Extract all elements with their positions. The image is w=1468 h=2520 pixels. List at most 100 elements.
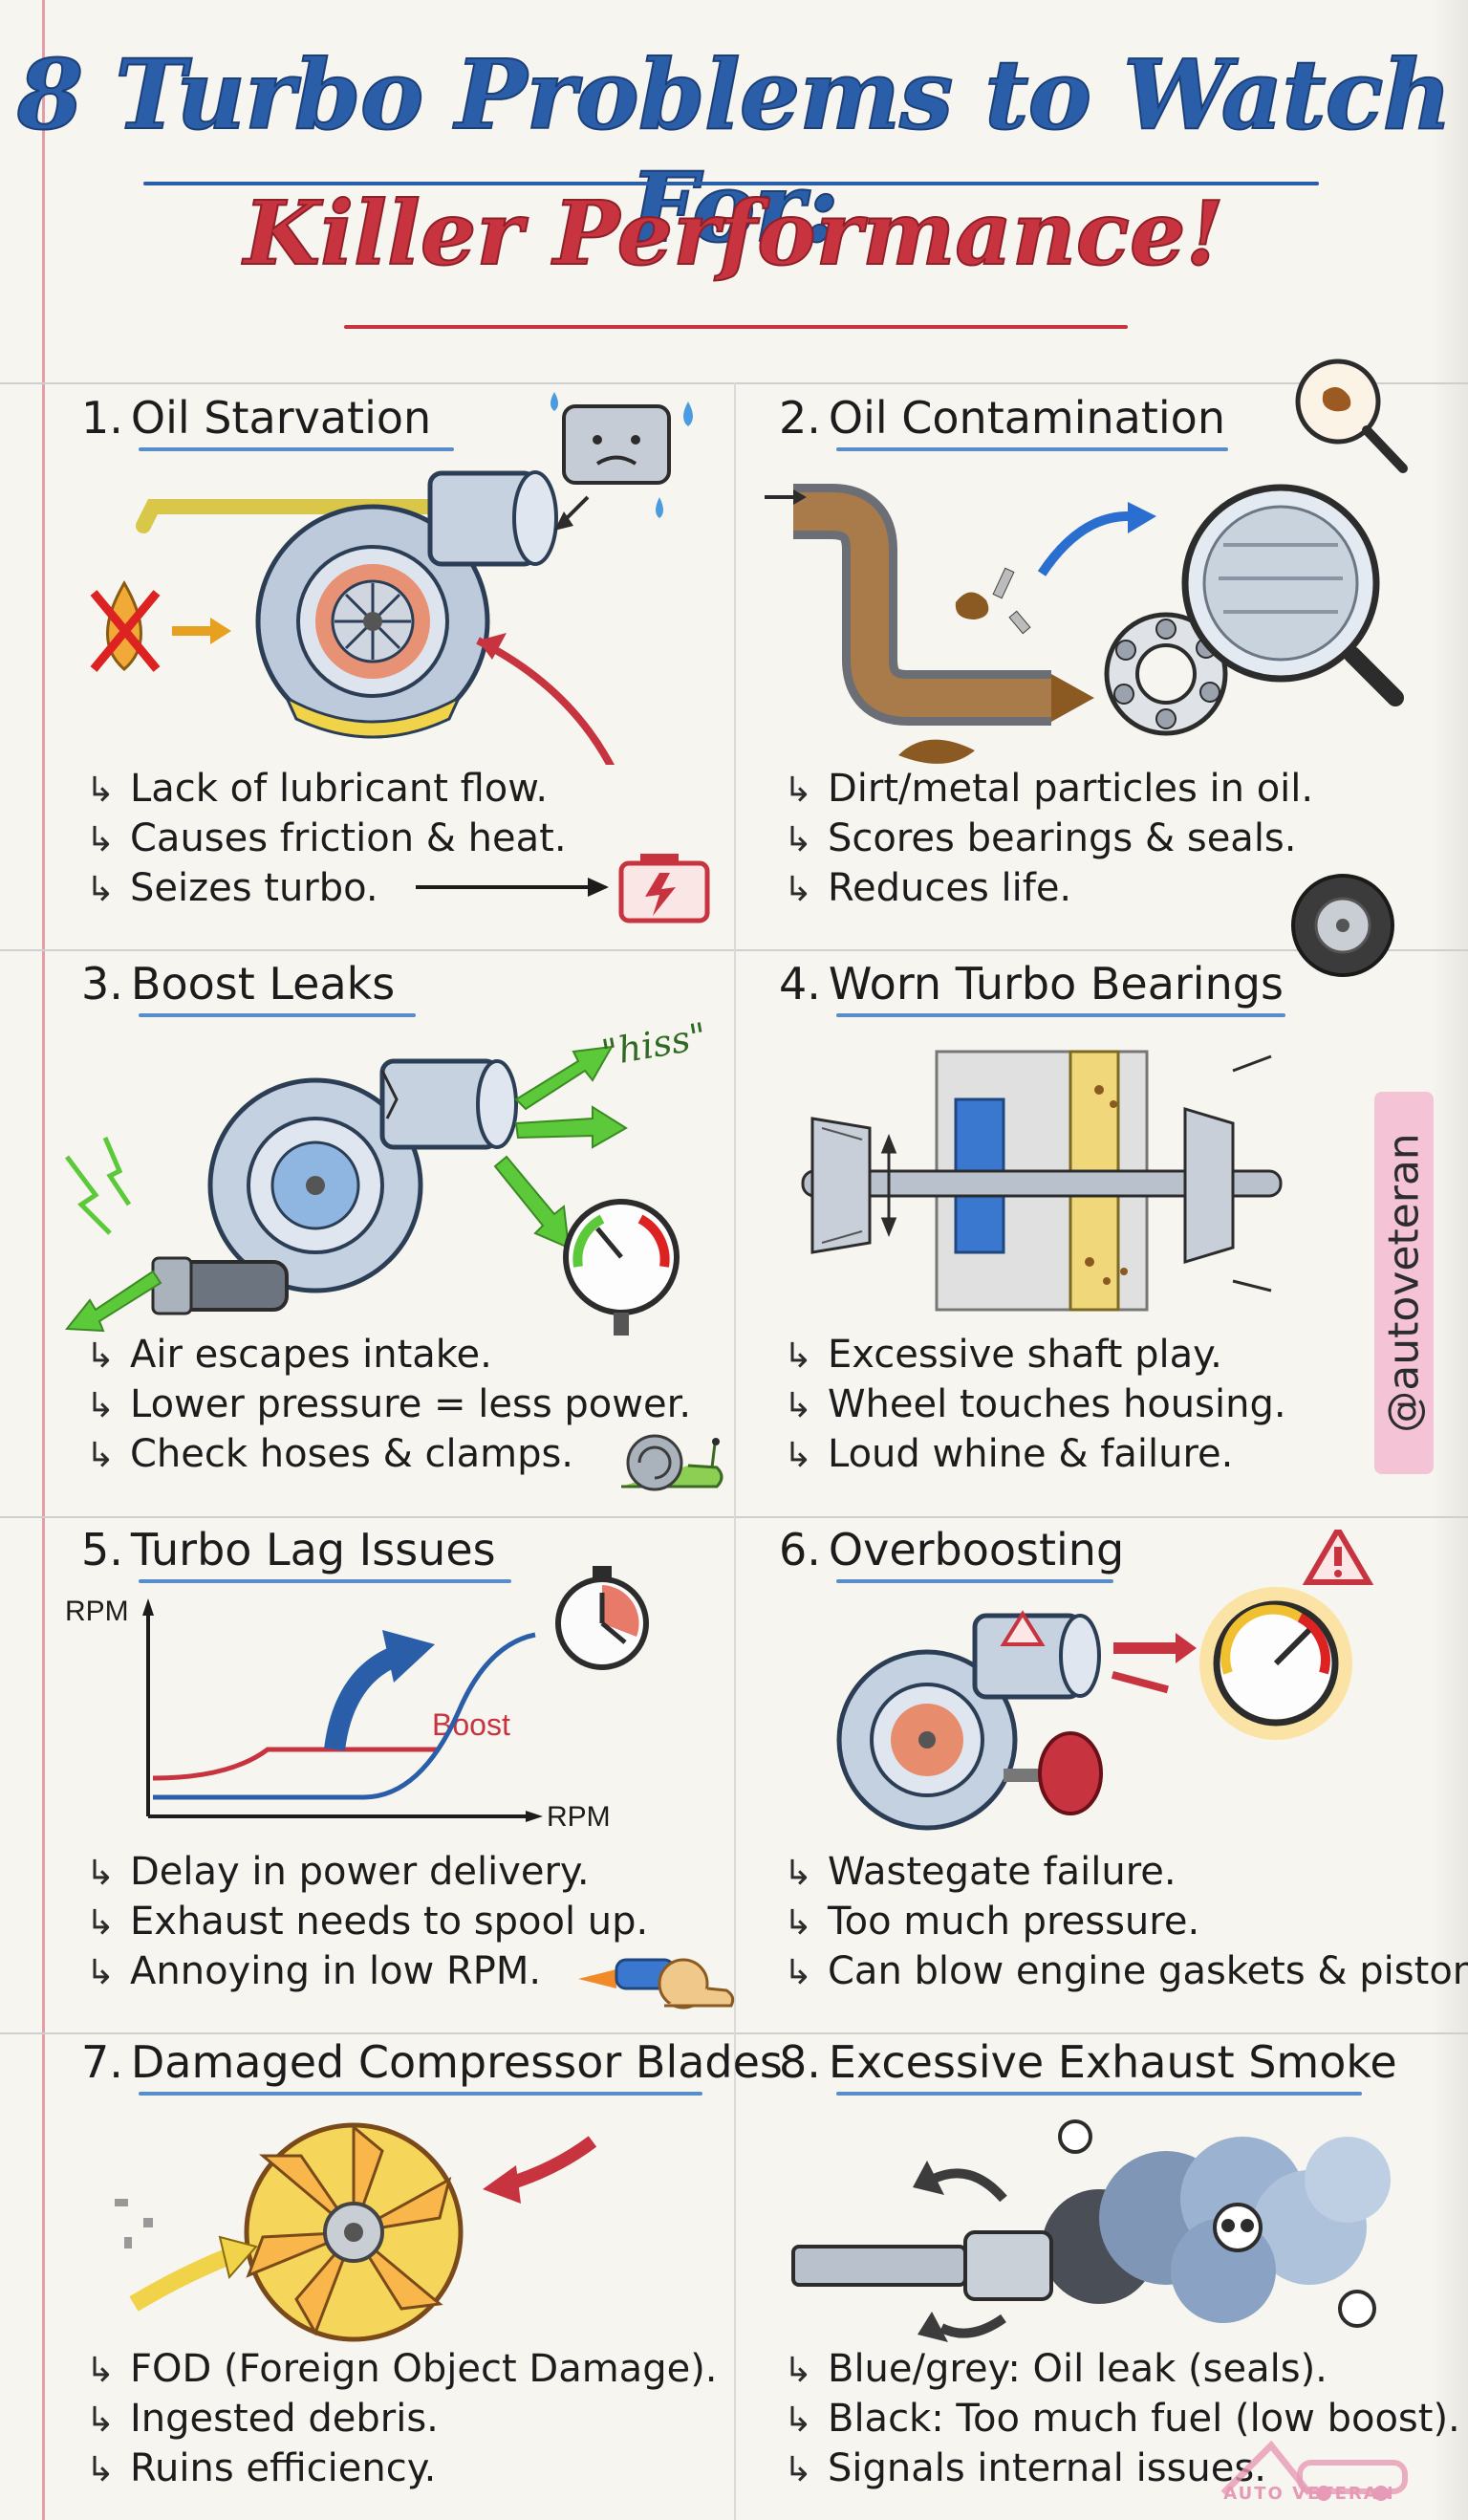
- exhaust-pipe-icon: [791, 2230, 1053, 2301]
- panel-number: 5.: [81, 1524, 123, 1575]
- heading-underline: [139, 2092, 702, 2096]
- turbo-shaft-bearings-illustration: [801, 1050, 1283, 1312]
- list-item: ↳Can blow engine gaskets & pistons.: [784, 1949, 1468, 1993]
- list-item: ↳Air escapes intake.: [86, 1333, 492, 1377]
- panel-heading: 1.Oil Starvation: [81, 392, 431, 444]
- large-magnifier-icon: [1181, 484, 1404, 706]
- list-item: ↳FOD (Foreign Object Damage).: [86, 2347, 718, 2391]
- panel-heading: 2.Oil Contamination: [779, 392, 1225, 444]
- list-item: ↳Annoying in low RPM.: [86, 1949, 542, 1993]
- list-item: ↳Wastegate failure.: [784, 1850, 1177, 1894]
- heading-underline: [836, 1579, 1113, 1583]
- panel-number: 4.: [779, 958, 821, 1010]
- skull-icon: [1058, 2119, 1376, 2328]
- tire-icon: [1291, 874, 1394, 977]
- panel-title: Turbo Lag Issues: [130, 1524, 496, 1575]
- panel-title: Worn Turbo Bearings: [828, 958, 1284, 1010]
- bullet-list: ↳Delay in power delivery. ↳Exhaust needs…: [86, 1848, 648, 1997]
- wastegate-actuator-icon: [1004, 1731, 1103, 1815]
- warning-triangle-icon: [1302, 1530, 1374, 1585]
- list-item: ↳Ingested debris.: [86, 2397, 439, 2441]
- list-item: ↳Check hoses & clamps.: [86, 1432, 574, 1476]
- list-item: ↳Excessive shaft play.: [784, 1333, 1222, 1377]
- list-item: ↳Seizes turbo.: [86, 866, 378, 910]
- y-axis-label: RPM: [65, 1596, 129, 1627]
- compressor-wheel-icon: [244, 2122, 464, 2342]
- bullet-list: ↳FOD (Foreign Object Damage). ↳Ingested …: [86, 2345, 718, 2494]
- panel-number: 8.: [779, 2036, 821, 2088]
- bullet-list: ↳Dirt/metal particles in oil. ↳Scores be…: [784, 765, 1313, 914]
- rocket-snail-icon: [578, 1958, 735, 2009]
- list-item: ↳Loud whine & failure.: [784, 1432, 1234, 1476]
- oil-contamination-illustration: [765, 358, 1408, 764]
- turbo-oil-starvation-illustration: [90, 392, 693, 765]
- panel-heading: 3.Boost Leaks: [81, 958, 395, 1010]
- smoke-cloud: [1042, 2137, 1391, 2323]
- list-item: ↳Too much pressure.: [784, 1900, 1200, 1944]
- boost-leak-illustration: "hiss": [65, 1014, 710, 1336]
- notebook-margin-line: [42, 0, 45, 2520]
- no-oil-drop-icon: [90, 580, 161, 672]
- list-item: ↳Scores bearings & seals.: [784, 816, 1297, 860]
- list-item: ↳Wheel touches housing.: [784, 1382, 1286, 1426]
- panel-number: 1.: [81, 392, 123, 444]
- panel-number: 6.: [779, 1524, 821, 1575]
- turbo-icon: [836, 1610, 1101, 1831]
- stopwatch-icon: [555, 1566, 649, 1670]
- panel-title: Oil Contamination: [828, 392, 1225, 444]
- heading-underline: [836, 1013, 1285, 1017]
- panel-heading: 7.Damaged Compressor Blades: [81, 2036, 783, 2088]
- overboost-illustration: [836, 1530, 1374, 1831]
- turbo-icon: [255, 470, 558, 739]
- bullet-list: ↳Wastegate failure. ↳Too much pressure. …: [784, 1848, 1468, 1997]
- magnifier-icon: [1295, 358, 1408, 473]
- turbo-icon: [151, 1058, 518, 1315]
- watermark-text: AUTO VETERAN: [1223, 2484, 1395, 2504]
- subtitle-underline: [344, 325, 1128, 329]
- panel-title: Excessive Exhaust Smoke: [828, 2036, 1397, 2088]
- panel-number: 3.: [81, 958, 123, 1010]
- panel-title: Oil Starvation: [130, 392, 432, 444]
- list-item: ↳Dirt/metal particles in oil.: [784, 767, 1314, 811]
- panel-heading: 4.Worn Turbo Bearings: [779, 958, 1284, 1010]
- list-item: ↳Reduces life.: [784, 866, 1072, 910]
- list-item: ↳Exhaust needs to spool up.: [86, 1900, 649, 1944]
- list-item: ↳Blue/grey: Oil leak (seals).: [784, 2347, 1328, 2391]
- rpm-curve: [153, 1632, 536, 1800]
- title-underline: [143, 182, 1319, 185]
- panel-heading: 8.Excessive Exhaust Smoke: [779, 2036, 1397, 2088]
- sweating-engine-icon: [550, 392, 693, 518]
- main-title: 8 Turbo Problems to Watch For:: [16, 37, 1453, 265]
- panel-heading: 6.Overboosting: [779, 1524, 1124, 1575]
- panel-title: Overboosting: [828, 1524, 1125, 1575]
- list-item: ↳Signals internal issues.: [784, 2446, 1266, 2490]
- bullet-list: ↳Excessive shaft play. ↳Wheel touches ho…: [784, 1331, 1286, 1480]
- page-fold-shadow: [1430, 0, 1468, 2520]
- main-subtitle: Killer Performance!: [243, 181, 1225, 286]
- heading-underline: [836, 2092, 1362, 2096]
- heading-underline: [139, 1579, 511, 1583]
- list-item: ↳Lack of lubricant flow.: [86, 767, 549, 811]
- hiss-label: "hiss": [598, 1014, 710, 1075]
- list-item: ↳Lower pressure = less power.: [86, 1382, 692, 1426]
- turbo-lag-graph: RPM RPM Boost: [65, 1596, 611, 1833]
- column-divider: [734, 382, 736, 2520]
- damaged-compressor-wheel-illustration: [115, 2122, 597, 2342]
- author-handle: @autoveteran: [1379, 1133, 1429, 1433]
- x-axis-label: RPM: [547, 1801, 611, 1833]
- panel-number: 2.: [779, 392, 821, 444]
- pressure-gauge-icon: [563, 1199, 680, 1336]
- overboost-gauge-icon: [1199, 1587, 1352, 1740]
- panel-number: 7.: [81, 2036, 123, 2088]
- heading-underline: [139, 1013, 416, 1017]
- arrow-to-engine-warning: [416, 854, 710, 923]
- panel-title: Boost Leaks: [130, 958, 396, 1010]
- list-item: ↳Ruins efficiency.: [86, 2446, 437, 2490]
- engine-warning-icon: [618, 854, 710, 923]
- auto-veteran-logo: [1220, 2440, 1408, 2501]
- compressor-wheel-icon: [810, 1117, 872, 1254]
- heading-underline: [836, 447, 1228, 451]
- panel-heading: 5.Turbo Lag Issues: [81, 1524, 496, 1575]
- list-item: ↳Black: Too much fuel (low boost).: [784, 2397, 1460, 2441]
- boost-curve: [152, 1747, 440, 1781]
